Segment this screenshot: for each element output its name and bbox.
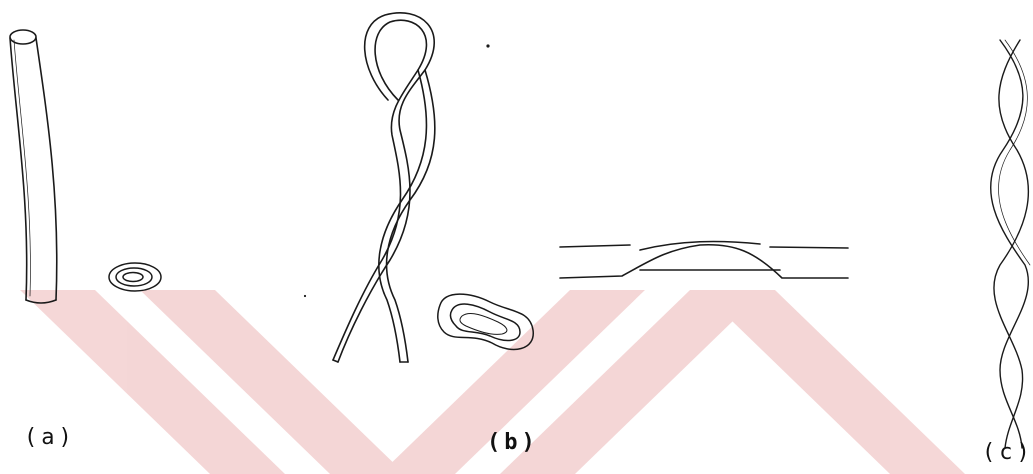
single-fiber-drawing <box>10 30 57 303</box>
panel-label-a: (a) <box>24 425 76 450</box>
ink-dot <box>304 295 306 297</box>
twisted-fiber-pair-drawing <box>991 40 1030 448</box>
panel-label-c: (c) <box>982 440 1033 465</box>
panel-label-b: (b) <box>487 430 539 455</box>
twisted-loop-fiber-drawing <box>333 13 435 362</box>
fiber-cross-section-drawing <box>109 263 161 291</box>
ink-dot <box>486 44 489 47</box>
fiber-swelling-profile-drawing <box>560 242 848 278</box>
